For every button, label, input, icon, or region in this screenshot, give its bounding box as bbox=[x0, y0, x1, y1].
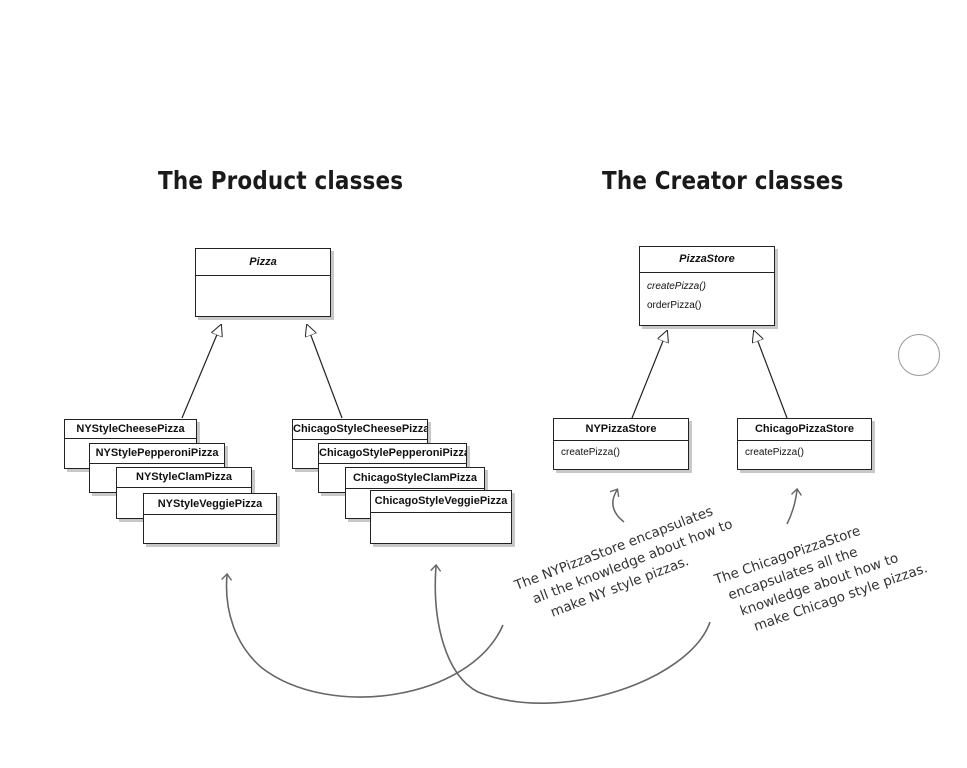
ny-note-arrow-to-ny-pizzas bbox=[221, 572, 504, 698]
pizza-store-class-box: PizzaStore createPizza() orderPizza() bbox=[639, 246, 775, 326]
ny-pizza-store-methods: createPizza() bbox=[554, 441, 688, 466]
inherit-line-ny-pizza bbox=[181, 325, 221, 419]
product-classes-heading: The Product classes bbox=[158, 166, 404, 195]
creator-classes-heading: The Creator classes bbox=[602, 166, 844, 195]
ny-note-arrow-to-store bbox=[609, 488, 625, 523]
chicago-pepperoni-pizza-name: ChicagoStylePepperoniPizza bbox=[319, 444, 466, 464]
chicago-note-arrow-to-chicago-pizzas bbox=[430, 563, 711, 704]
ny-pizza-store-class: NYPizzaStore createPizza() bbox=[553, 418, 689, 470]
chicago-pizza-store-name: ChicagoPizzaStore bbox=[738, 419, 871, 441]
chicago-pizza-store-methods: createPizza() bbox=[738, 441, 871, 466]
chicago-note-arrow-to-store bbox=[786, 487, 803, 525]
chicago-veggie-pizza-name: ChicagoStyleVeggiePizza bbox=[371, 491, 511, 513]
inherit-line-chicago-pizza bbox=[307, 325, 343, 419]
ny-clam-pizza-name: NYStyleClamPizza bbox=[117, 468, 251, 488]
margin-circle-decoration bbox=[898, 334, 940, 376]
chicago-clam-pizza-name: ChicagoStyleClamPizza bbox=[346, 468, 484, 489]
pizza-class-box: Pizza bbox=[195, 248, 331, 317]
chicago-veggie-pizza-class: ChicagoStyleVeggiePizza bbox=[370, 490, 512, 544]
pizza-store-methods: createPizza() orderPizza() bbox=[640, 273, 774, 319]
ny-veggie-pizza-class: NYStyleVeggiePizza bbox=[143, 493, 277, 544]
chicago-pizza-store-class: ChicagoPizzaStore createPizza() bbox=[737, 418, 872, 470]
ny-pizza-store-name: NYPizzaStore bbox=[554, 419, 688, 441]
create-pizza-abstract-method: createPizza() bbox=[647, 281, 706, 292]
inherit-line-chicago-store bbox=[754, 331, 788, 419]
pizza-store-class-name: PizzaStore bbox=[640, 247, 774, 273]
ny-pepperoni-pizza-name: NYStylePepperoniPizza bbox=[90, 444, 224, 464]
pizza-class-name: Pizza bbox=[196, 249, 330, 276]
chicago-cheese-pizza-name: ChicagoStyleCheesePizza bbox=[293, 420, 427, 440]
order-pizza-method: orderPizza() bbox=[647, 300, 702, 311]
ny-store-create-pizza-method: createPizza() bbox=[561, 447, 620, 458]
chicago-store-create-pizza-method: createPizza() bbox=[745, 447, 804, 458]
inherit-line-ny-store bbox=[631, 331, 667, 419]
ny-veggie-pizza-name: NYStyleVeggiePizza bbox=[144, 494, 276, 515]
ny-cheese-pizza-name: NYStyleCheesePizza bbox=[65, 420, 196, 439]
